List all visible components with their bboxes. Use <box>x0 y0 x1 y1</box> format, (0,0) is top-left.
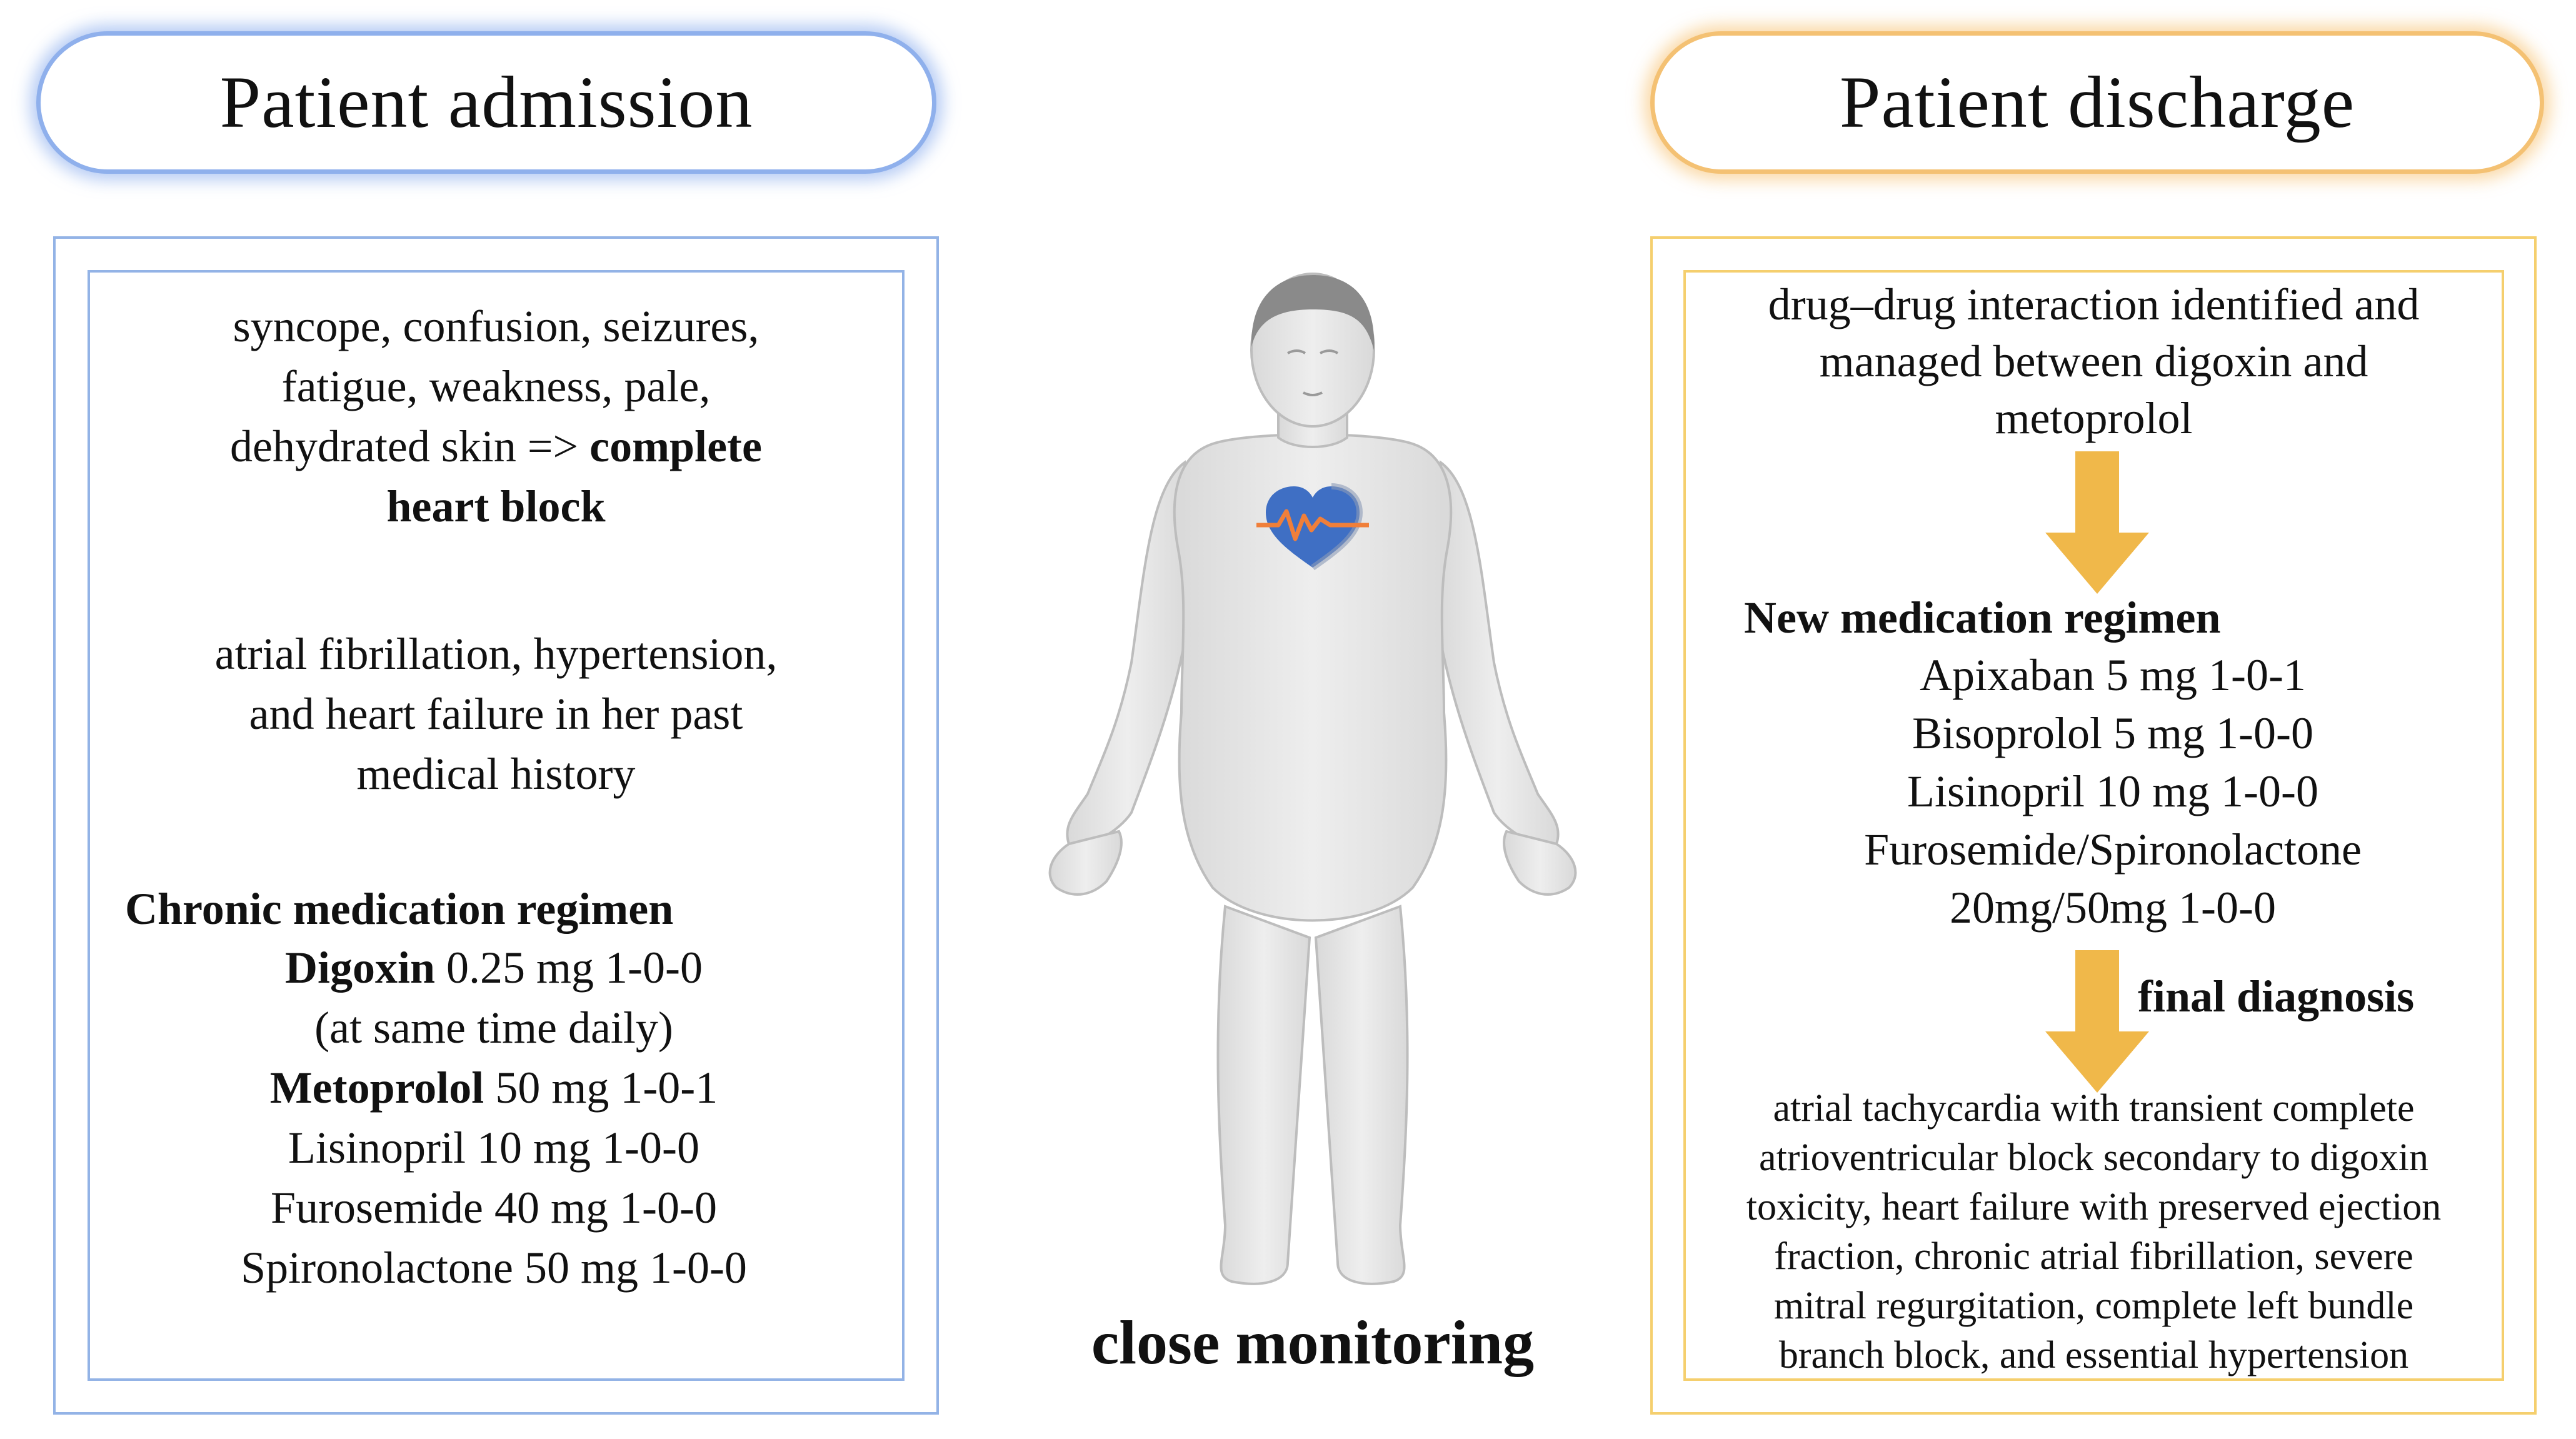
med-line: Bisoprolol 5 mg 1-0-0 <box>1912 708 2313 758</box>
admission-symptoms: syncope, confusion, seizures, fatigue, w… <box>100 296 892 536</box>
interaction-line: managed between digoxin and <box>1819 336 2368 386</box>
med-line: Lisinopril 10 mg 1-0-0 <box>288 1123 699 1173</box>
diagnosis-bold: heart block <box>386 481 606 531</box>
med-line: Furosemide/Spironolactone <box>1864 825 2362 875</box>
discharge-inner-frame <box>1683 270 2504 1381</box>
heart-ecg-icon <box>1256 483 1369 571</box>
admission-inner-frame <box>88 270 905 1381</box>
med-line: Spironolactone 50 mg 1-0-0 <box>241 1243 747 1293</box>
med-line: Lisinopril 10 mg 1-0-0 <box>1907 766 2318 816</box>
diagnosis-line: fraction, chronic atrial fibrillation, s… <box>1774 1235 2413 1278</box>
final-diagnosis-title: final diagnosis <box>2138 971 2415 1021</box>
symptom-line: fatigue, weakness, pale, <box>281 361 711 411</box>
down-arrow-icon <box>2045 451 2149 594</box>
patient-body-icon <box>1048 273 1577 1285</box>
chronic-regimen-title: Chronic medication regimen <box>125 884 674 934</box>
diagnosis-line: atrial tachycardia with transient comple… <box>1773 1087 2415 1130</box>
discharge-outer-frame <box>1650 236 2537 1415</box>
symptom-line: dehydrated skin => complete <box>100 416 892 476</box>
diagnosis-line: branch block, and essential hypertension <box>1778 1334 2409 1376</box>
new-meds: Apixaban 5 mg 1-0-1 Bisoprolol 5 mg 1-0-… <box>1769 646 2457 937</box>
diagnosis-line: mitral regurgitation, complete left bund… <box>1773 1285 2414 1327</box>
med-dose: 0.25 mg 1-0-0 <box>446 943 703 993</box>
history-line: medical history <box>356 749 636 799</box>
symptom-line: syncope, confusion, seizures, <box>233 301 759 351</box>
med-dose: 50 mg 1-0-1 <box>495 1063 718 1113</box>
symptom-text: dehydrated skin => <box>230 421 579 471</box>
close-monitoring-label: close monitoring <box>1091 1308 1535 1377</box>
interaction-line: metoprolol <box>1995 393 2193 443</box>
chronic-meds: Digoxin 0.25 mg 1-0-0 (at same time dail… <box>125 938 863 1298</box>
diagnosis-line: toxicity, heart failure with preserved e… <box>1746 1186 2442 1228</box>
admission-history: atrial fibrillation, hypertension, and h… <box>100 624 892 804</box>
new-regimen-title: New medication regimen <box>1744 593 2221 643</box>
med-line: Metoprolol 50 mg 1-0-1 <box>125 1058 863 1118</box>
admission-outer-frame <box>53 236 939 1415</box>
med-line: Apixaban 5 mg 1-0-1 <box>1920 650 2306 700</box>
final-diagnosis-text: atrial tachycardia with transient comple… <box>1690 1084 2498 1380</box>
med-line: Digoxin 0.25 mg 1-0-0 <box>125 938 863 998</box>
history-line: and heart failure in her past <box>249 689 743 739</box>
diagnosis-line: atrioventricular block secondary to digo… <box>1759 1136 2428 1179</box>
med-line: Furosemide 40 mg 1-0-0 <box>271 1183 717 1233</box>
history-line: atrial fibrillation, hypertension, <box>214 629 778 679</box>
down-arrow-icon <box>2045 950 2149 1093</box>
interaction-line: drug–drug interaction identified and <box>1768 279 2420 329</box>
discharge-title: Patient discharge <box>1650 31 2544 174</box>
med-note: (at same time daily) <box>314 1003 673 1053</box>
med-name: Metoprolol <box>269 1063 484 1113</box>
med-name: Digoxin <box>284 943 436 993</box>
admission-title: Patient admission <box>36 31 936 174</box>
diagnosis-bold: complete <box>589 421 762 471</box>
interaction-text: drug–drug interaction identified and man… <box>1696 276 2492 447</box>
med-line: 20mg/50mg 1-0-0 <box>1950 883 2276 933</box>
